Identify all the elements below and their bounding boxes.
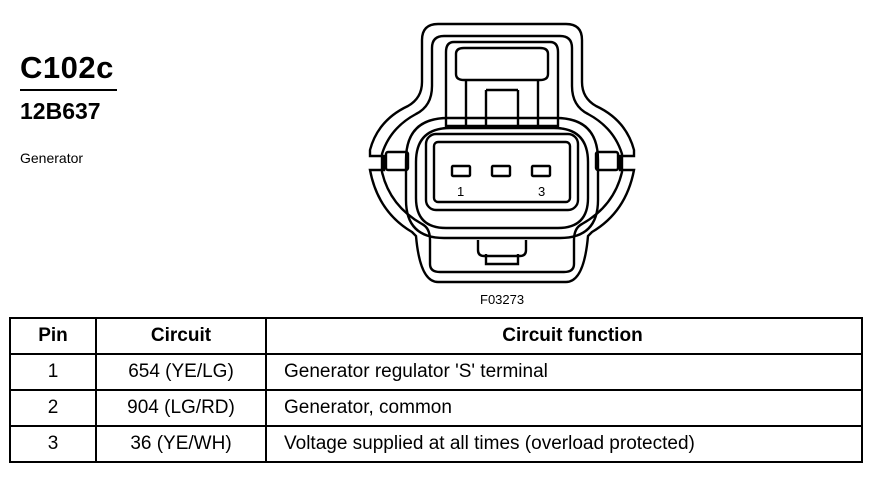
pin-1-slot [450, 164, 472, 178]
latch-tab-ridge [454, 46, 550, 82]
row-function: Generator, common [265, 389, 863, 427]
figure-id: F03273 [480, 292, 525, 307]
component-name: Generator [20, 150, 84, 166]
row-pin: 3 [9, 425, 97, 463]
pin-label-3: 3 [538, 184, 546, 199]
pin-3-slot [530, 164, 552, 178]
housing-outer [368, 22, 636, 284]
table-row: 1 654 (YE/LG) Generator regulator 'S' te… [9, 353, 863, 391]
pin-table: Pin Circuit Circuit function 1 654 (YE/L… [9, 317, 863, 463]
bottom-key [476, 240, 528, 258]
row-circuit: 36 (YE/WH) [95, 425, 267, 463]
cavity-block-outer [424, 132, 580, 212]
table-row: 2 904 (LG/RD) Generator, common [9, 389, 863, 427]
pin-label-1: 1 [457, 184, 465, 199]
table-row: 3 36 (YE/WH) Voltage supplied at all tim… [9, 425, 863, 463]
housing-inner [380, 34, 624, 274]
part-number: 12B637 [20, 98, 101, 124]
row-pin: 2 [9, 389, 97, 427]
row-circuit: 904 (LG/RD) [95, 389, 267, 427]
header-function: Circuit function [265, 317, 863, 355]
rib-left [384, 150, 410, 172]
title-underline [20, 89, 117, 91]
header-pin: Pin [9, 317, 97, 355]
header-circuit: Circuit [95, 317, 267, 355]
latch-tab [444, 40, 560, 128]
connector-face-drawing: 1 3 [330, 14, 650, 294]
mating-face-outer [404, 116, 600, 240]
cavity-block-inner [432, 140, 572, 204]
table-header-row: Pin Circuit Circuit function [9, 317, 863, 355]
row-circuit: 654 (YE/LG) [95, 353, 267, 391]
mating-face-inner [414, 126, 590, 230]
rib-right [594, 150, 620, 172]
bottom-key-inner [484, 254, 520, 266]
row-function: Generator regulator 'S' terminal [265, 353, 863, 391]
pin-2-slot [490, 164, 512, 178]
row-function: Voltage supplied at all times (overload … [265, 425, 863, 463]
row-pin: 1 [9, 353, 97, 391]
connector-id: C102c [20, 50, 114, 85]
